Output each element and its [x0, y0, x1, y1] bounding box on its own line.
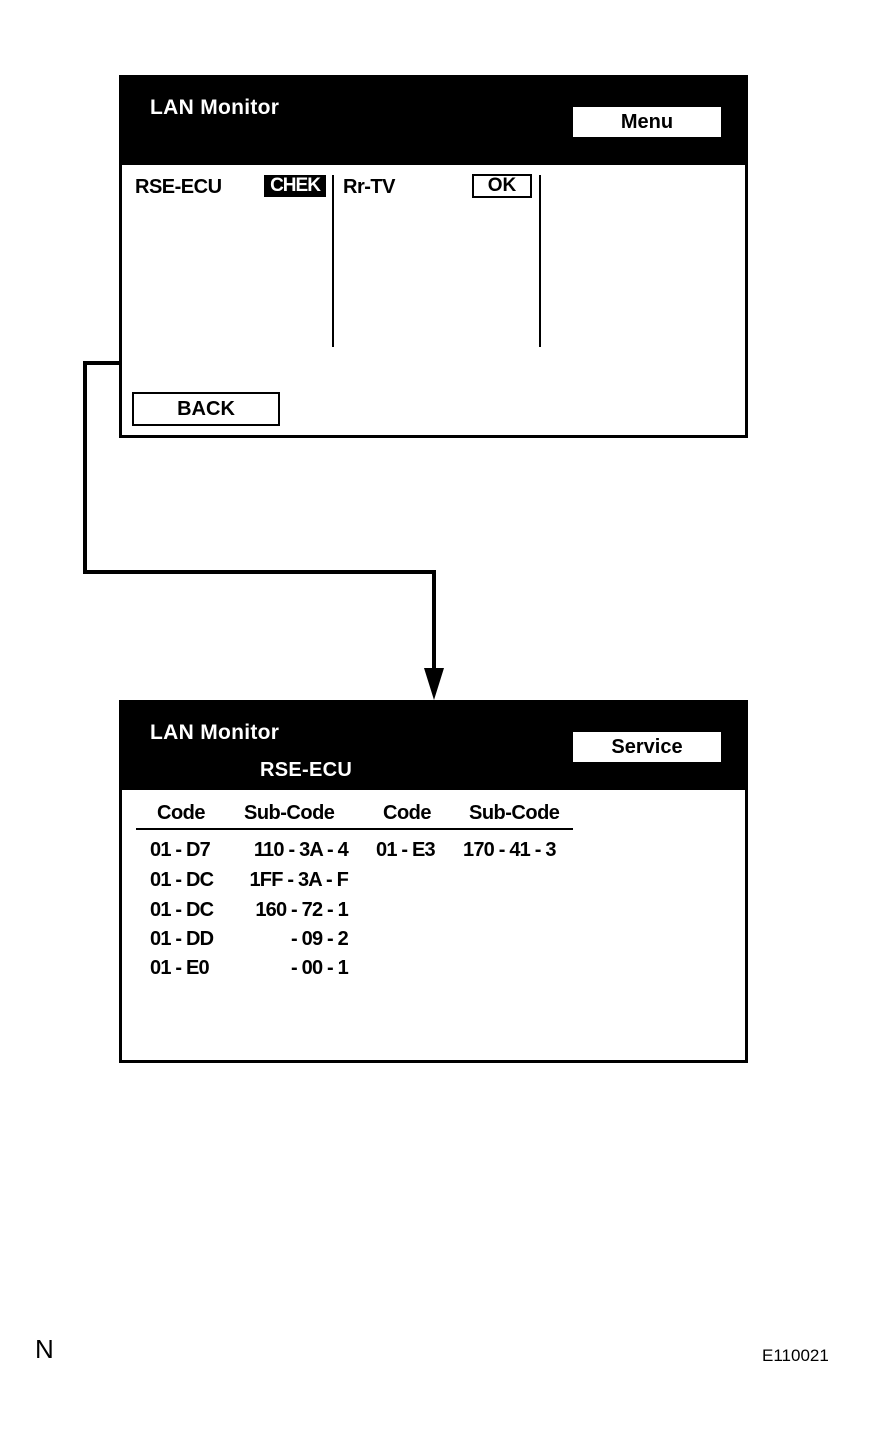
lan-monitor-screen: LAN Monitor Menu RSE-ECU CHEK Rr-TV OK B… — [119, 75, 748, 438]
column-header-sub-code: Sub-Code — [244, 802, 335, 824]
sub-code-cell: 110 - 3A - 4 — [253, 839, 349, 861]
code-cell: 01 - E3 — [376, 839, 436, 861]
column-header-sub-code: Sub-Code — [469, 802, 560, 824]
column-header-code: Code — [157, 802, 206, 824]
sub-code-cell: 160 - 72 - 1 — [255, 899, 348, 921]
screen-title: LAN Monitor — [150, 721, 280, 744]
code-cell: 01 - DC — [150, 869, 214, 891]
sub-code-cell: - 00 - 1 — [291, 957, 349, 979]
connector-arrowhead — [424, 668, 444, 700]
code-cell: 01 - E0 — [150, 957, 210, 979]
sub-code-cell: 170 - 41 - 3 — [463, 839, 556, 861]
screen-title: LAN Monitor — [150, 96, 280, 119]
header-underline — [136, 828, 573, 830]
service-button[interactable]: Service — [571, 730, 723, 764]
screen-header: LAN Monitor RSE-ECU Service — [122, 703, 745, 790]
lan-monitor-detail-screen: LAN Monitor RSE-ECU Service Code Sub-Cod… — [119, 700, 748, 1063]
sub-code-cell: - 09 - 2 — [291, 928, 349, 950]
column-divider — [539, 175, 541, 347]
device-name-rr-tv: Rr-TV — [343, 176, 395, 198]
screen-header: LAN Monitor Menu — [122, 78, 745, 165]
menu-button[interactable]: Menu — [571, 105, 723, 139]
code-cell: 01 - D7 — [150, 839, 211, 861]
status-ok-button[interactable]: OK — [472, 174, 532, 198]
corner-mark: N — [35, 1334, 54, 1364]
code-cell: 01 - DD — [150, 928, 214, 950]
column-header-code: Code — [383, 802, 432, 824]
status-chek-button[interactable]: CHEK — [264, 175, 326, 197]
figure-id: E110021 — [762, 1346, 829, 1365]
screen-subtitle: RSE-ECU — [260, 759, 353, 781]
column-divider — [332, 175, 334, 347]
sub-code-cell: 1FF - 3A - F — [249, 869, 348, 891]
device-name-rse-ecu: RSE-ECU — [135, 176, 222, 198]
code-cell: 01 - DC — [150, 899, 214, 921]
back-button[interactable]: BACK — [132, 392, 280, 426]
